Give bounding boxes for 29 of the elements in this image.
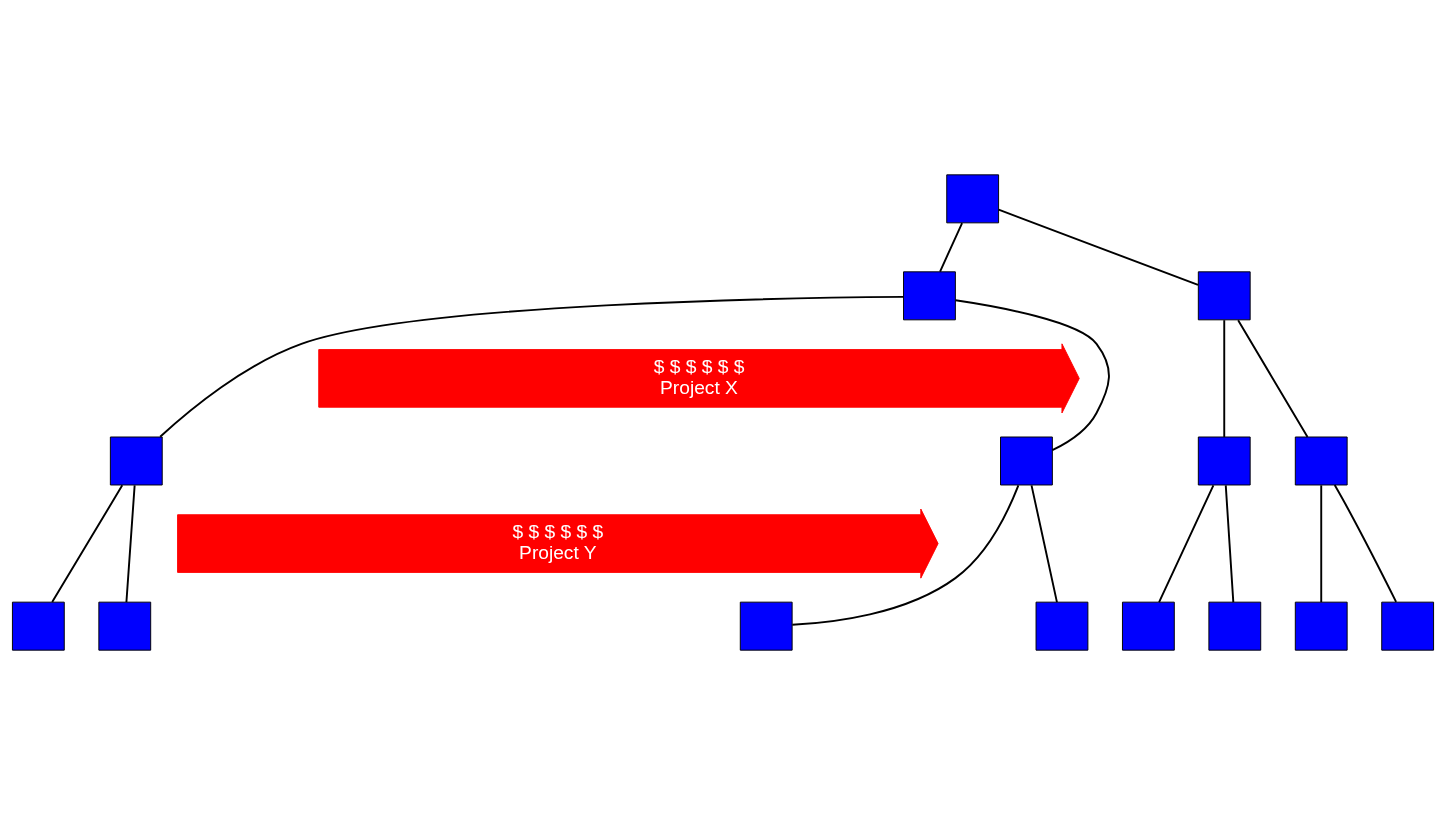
connector	[159, 295, 905, 438]
node-box	[98, 601, 152, 651]
node-box	[1000, 436, 1053, 486]
node-box	[11, 601, 65, 651]
connector	[1333, 484, 1398, 603]
connector	[1237, 319, 1309, 438]
node-box	[1035, 601, 1089, 651]
node-box	[903, 271, 956, 321]
connector	[1224, 484, 1235, 604]
connector	[791, 484, 1020, 626]
node-box	[1294, 436, 1348, 486]
connector	[954, 299, 1110, 452]
connector	[997, 208, 1199, 286]
node-box	[1197, 436, 1251, 486]
node-box	[1294, 601, 1348, 651]
connector	[125, 484, 136, 604]
connector	[1223, 319, 1226, 438]
node-box	[109, 436, 163, 486]
node-box	[1381, 601, 1435, 651]
connector	[1320, 484, 1323, 604]
node-box	[1197, 271, 1251, 321]
connector	[1158, 484, 1215, 604]
node-box	[739, 601, 793, 651]
node-box	[946, 174, 1000, 224]
node-box	[1122, 601, 1175, 651]
connector	[1030, 484, 1058, 604]
connector	[51, 484, 124, 604]
node-box	[1208, 601, 1262, 651]
connector	[939, 222, 964, 273]
